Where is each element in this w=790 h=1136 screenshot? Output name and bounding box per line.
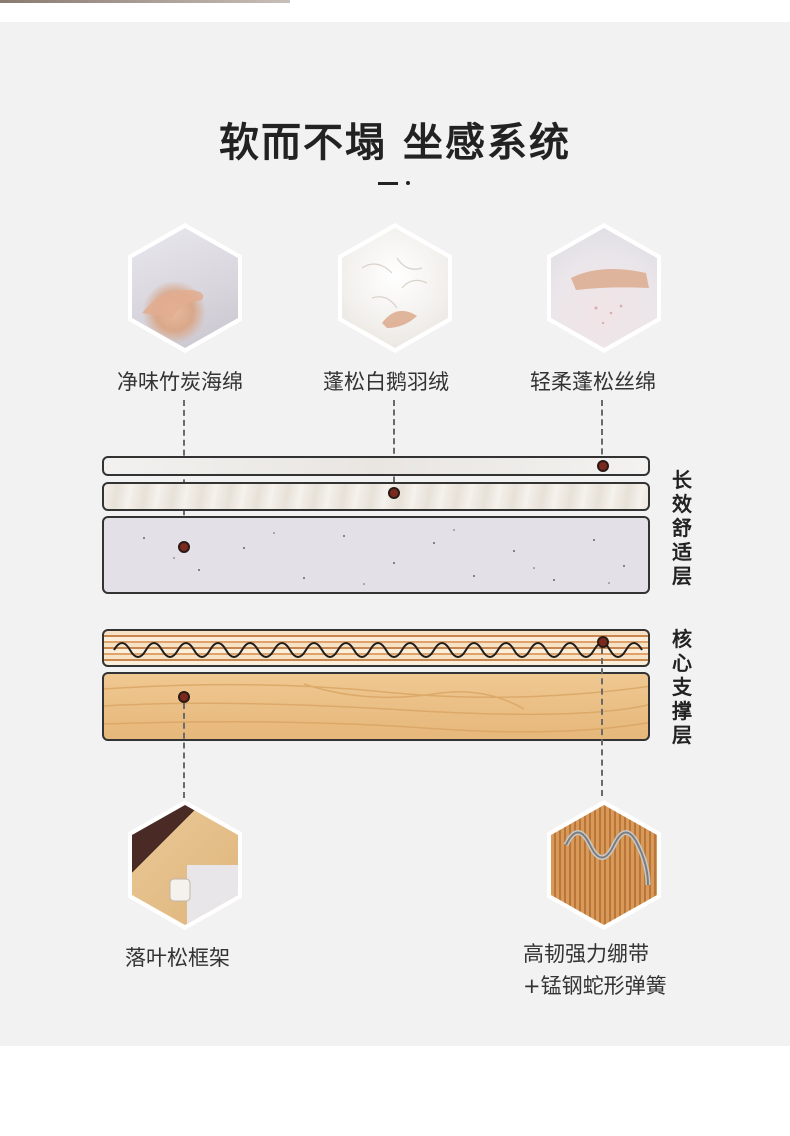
- layer-sponge: [102, 516, 650, 594]
- layer-marker-dot: [178, 541, 190, 553]
- layer-larch-frame: [102, 672, 650, 741]
- connector-line: [601, 400, 603, 464]
- side-label-comfort-layer: 长效舒适层: [672, 468, 692, 588]
- label-spring: +锰钢蛇形弹簧: [523, 974, 667, 998]
- layer-spring-webbing: [102, 629, 650, 667]
- layer-silk-floss: [102, 456, 650, 476]
- layer-goose-down: [102, 482, 650, 511]
- silk-hand-graphic: [571, 269, 649, 325]
- spring-webbing-photo: [551, 805, 657, 925]
- connector-line: [601, 648, 603, 796]
- top-edge-shadow: [0, 0, 290, 3]
- layer-marker-dot: [597, 460, 609, 472]
- label-larch-frame: 落叶松框架: [125, 946, 230, 970]
- sponge-speckles: [143, 529, 625, 585]
- connector-line: [183, 703, 185, 798]
- label-bamboo-charcoal-sponge: 净味竹炭海绵: [117, 370, 243, 394]
- page-title: 软而不塌 坐感系统: [219, 120, 571, 166]
- title-underline: [378, 182, 398, 185]
- steel-spring-graphic: [563, 830, 651, 886]
- title-underline-dot: [406, 181, 410, 185]
- feathers-graphic: [361, 257, 428, 328]
- layer-marker-dot: [597, 636, 609, 648]
- sponge-photo: [132, 228, 238, 348]
- bottom-margin: [0, 1046, 790, 1136]
- label-silk-floss: 轻柔蓬松丝绵: [530, 370, 656, 394]
- label-webbing: 高韧强力绷带: [523, 942, 649, 966]
- spring-wave-graphic: [113, 642, 643, 658]
- top-strip: [0, 0, 790, 22]
- wood-grain-graphic: [104, 683, 648, 733]
- side-label-support-layer: 核心支撑层: [672, 627, 692, 747]
- silk-floss-photo: [551, 228, 657, 348]
- connector-line: [393, 400, 395, 492]
- label-goose-down: 蓬松白鹅羽绒: [323, 370, 449, 394]
- sponge-hand-graphic: [142, 289, 204, 318]
- layer-marker-dot: [178, 691, 190, 703]
- layer-marker-dot: [388, 487, 400, 499]
